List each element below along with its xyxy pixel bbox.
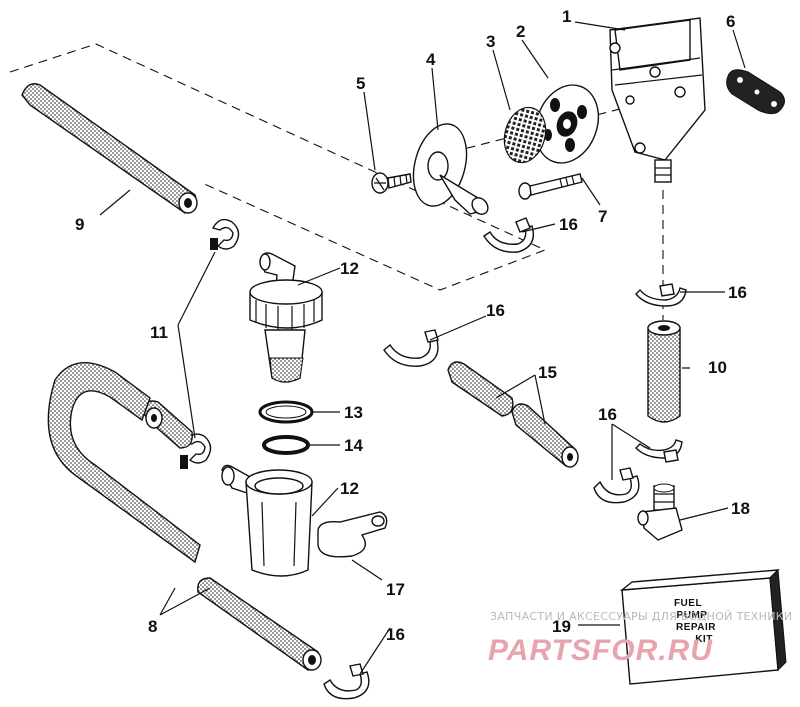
hose-clip-4 (593, 467, 640, 504)
fuel-filter-housing (221, 464, 313, 577)
hose-clamp-upper (210, 218, 240, 250)
watermark-tagline: ЗАПЧАСТИ И АКСЕССУАРЫ ДЛЯ ВОДНОЙ ТЕХНИКИ (490, 610, 792, 623)
hose-clip-1 (483, 217, 535, 253)
callout-16-c: 16 (486, 301, 505, 320)
kit-text-3: REPAIR (676, 622, 716, 633)
kit-text-4: KIT (695, 634, 713, 645)
kit-text-2: PUMP (677, 610, 708, 621)
callout-16-d: 16 (598, 405, 617, 424)
filter-bracket (317, 511, 388, 558)
callout-19: 19 (552, 617, 571, 636)
fuel-hose-middle (447, 361, 579, 468)
filter-gasket (258, 400, 314, 424)
callout-7: 7 (598, 207, 607, 226)
repair-kit-box: FUEL PUMP REPAIR KIT (619, 568, 787, 685)
fuel-hose-short (141, 400, 193, 449)
callout-17: 17 (386, 580, 405, 599)
fuel-filter-top (249, 252, 323, 383)
hose-clip-3 (383, 329, 439, 367)
filter-screen (503, 106, 547, 164)
callout-10: 10 (708, 358, 727, 377)
callout-14: 14 (344, 436, 363, 455)
callout-15: 15 (538, 363, 557, 382)
callout-3: 3 (486, 32, 495, 51)
fuel-pump-body (609, 17, 706, 183)
kit-text-1: FUEL (674, 598, 702, 609)
callout-13: 13 (344, 403, 363, 422)
diaphragm-cover (412, 123, 489, 215)
callout-12-top: 12 (340, 259, 359, 278)
callout-16-e: 16 (386, 625, 405, 644)
hose-clip-6 (323, 663, 370, 700)
callout-8: 8 (148, 617, 157, 636)
hose-clip-2 (635, 283, 687, 307)
fuel-hose-vertical (647, 320, 681, 423)
cover-screw (371, 172, 412, 194)
callout-11: 11 (150, 323, 168, 342)
callout-12-bottom: 12 (340, 479, 359, 498)
valve-plate (534, 84, 600, 164)
pump-bolt (518, 173, 583, 200)
callout-2: 2 (516, 22, 525, 41)
watermark-logo: PARTSFOR.RU (488, 634, 713, 667)
fuel-hose-long (47, 362, 322, 671)
callout-4: 4 (426, 50, 436, 69)
callout-9: 9 (75, 215, 84, 234)
watermark: ЗАПЧАСТИ И АКСЕССУАРЫ ДЛЯ ВОДНОЙ ТЕХНИКИ… (488, 610, 792, 667)
callout-5: 5 (356, 74, 365, 93)
callout-labels: 1 2 3 4 5 6 7 8 9 10 11 12 12 13 14 15 1… (75, 7, 750, 644)
fuel-hose-upper (21, 83, 198, 214)
callout-16-b: 16 (728, 283, 747, 302)
hose-clip-5 (635, 439, 683, 463)
pump-gasket (726, 69, 785, 115)
filter-o-ring (262, 435, 310, 455)
callout-1: 1 (562, 7, 571, 26)
callout-leader-lines (99, 21, 746, 675)
callout-6: 6 (726, 12, 735, 31)
callout-18: 18 (731, 499, 750, 518)
elbow-fitting (637, 483, 683, 541)
callout-16-a: 16 (559, 215, 578, 234)
